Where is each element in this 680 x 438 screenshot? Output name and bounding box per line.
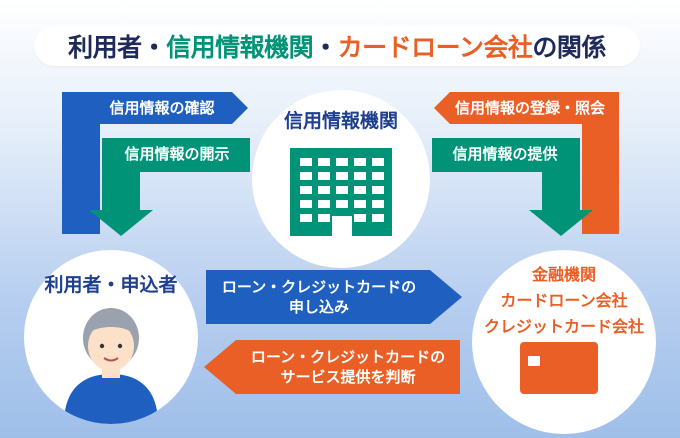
title-part-dot: ・ xyxy=(313,33,338,62)
user-node xyxy=(24,250,198,424)
lender-label: 金融機関 カードローン会社 クレジットカード会社 xyxy=(472,262,656,340)
judge-arrow-shape xyxy=(204,340,460,394)
blue-confirm-connector xyxy=(62,92,248,234)
judge-line-1: ローン・クレジットカードの xyxy=(250,348,446,366)
label-credit-provide: 信用情報の提供 xyxy=(452,145,558,163)
apply-arrow-shape xyxy=(206,270,462,324)
lender-line-financial: 金融機関 xyxy=(531,265,596,284)
label-credit-disclose: 信用情報の開示 xyxy=(124,145,230,163)
title-part-relation: の関係 xyxy=(532,33,606,62)
lender-node xyxy=(472,250,656,434)
title-part-bureau: 信用情報機関 xyxy=(166,33,314,62)
green-disclose-connector xyxy=(89,138,250,236)
user-label: 利用者・申込者 xyxy=(44,274,178,296)
title-part-lender: カードローン会社 xyxy=(337,33,533,62)
person-icon xyxy=(64,308,158,424)
credit-bureau-label: 信用情報機関 xyxy=(283,110,398,132)
green-provide-connector xyxy=(432,138,593,236)
apply-line-1: ローン・クレジットカードの xyxy=(221,278,417,296)
lender-line-creditcard: クレジットカード会社 xyxy=(483,317,644,336)
apply-arrow-label: ローン・クレジットカードの 申し込み xyxy=(206,277,432,317)
title-part-users: 利用者・ xyxy=(68,33,167,62)
orange-register-connector xyxy=(434,92,619,234)
diagram-title: 利用者・ 信用情報機関 ・ カードローン会社 の関係 xyxy=(34,26,640,66)
lender-line-cardloan: カードローン会社 xyxy=(500,291,628,310)
label-credit-confirm: 信用情報の確認 xyxy=(109,99,215,117)
apply-line-2: 申し込み xyxy=(288,298,349,316)
judge-line-2: サービス提供を判断 xyxy=(280,368,416,386)
credit-card-icon xyxy=(520,342,598,394)
judge-arrow-label: ローン・クレジットカードの サービス提供を判断 xyxy=(236,347,460,387)
label-credit-register: 信用情報の登録・照会 xyxy=(454,99,605,117)
